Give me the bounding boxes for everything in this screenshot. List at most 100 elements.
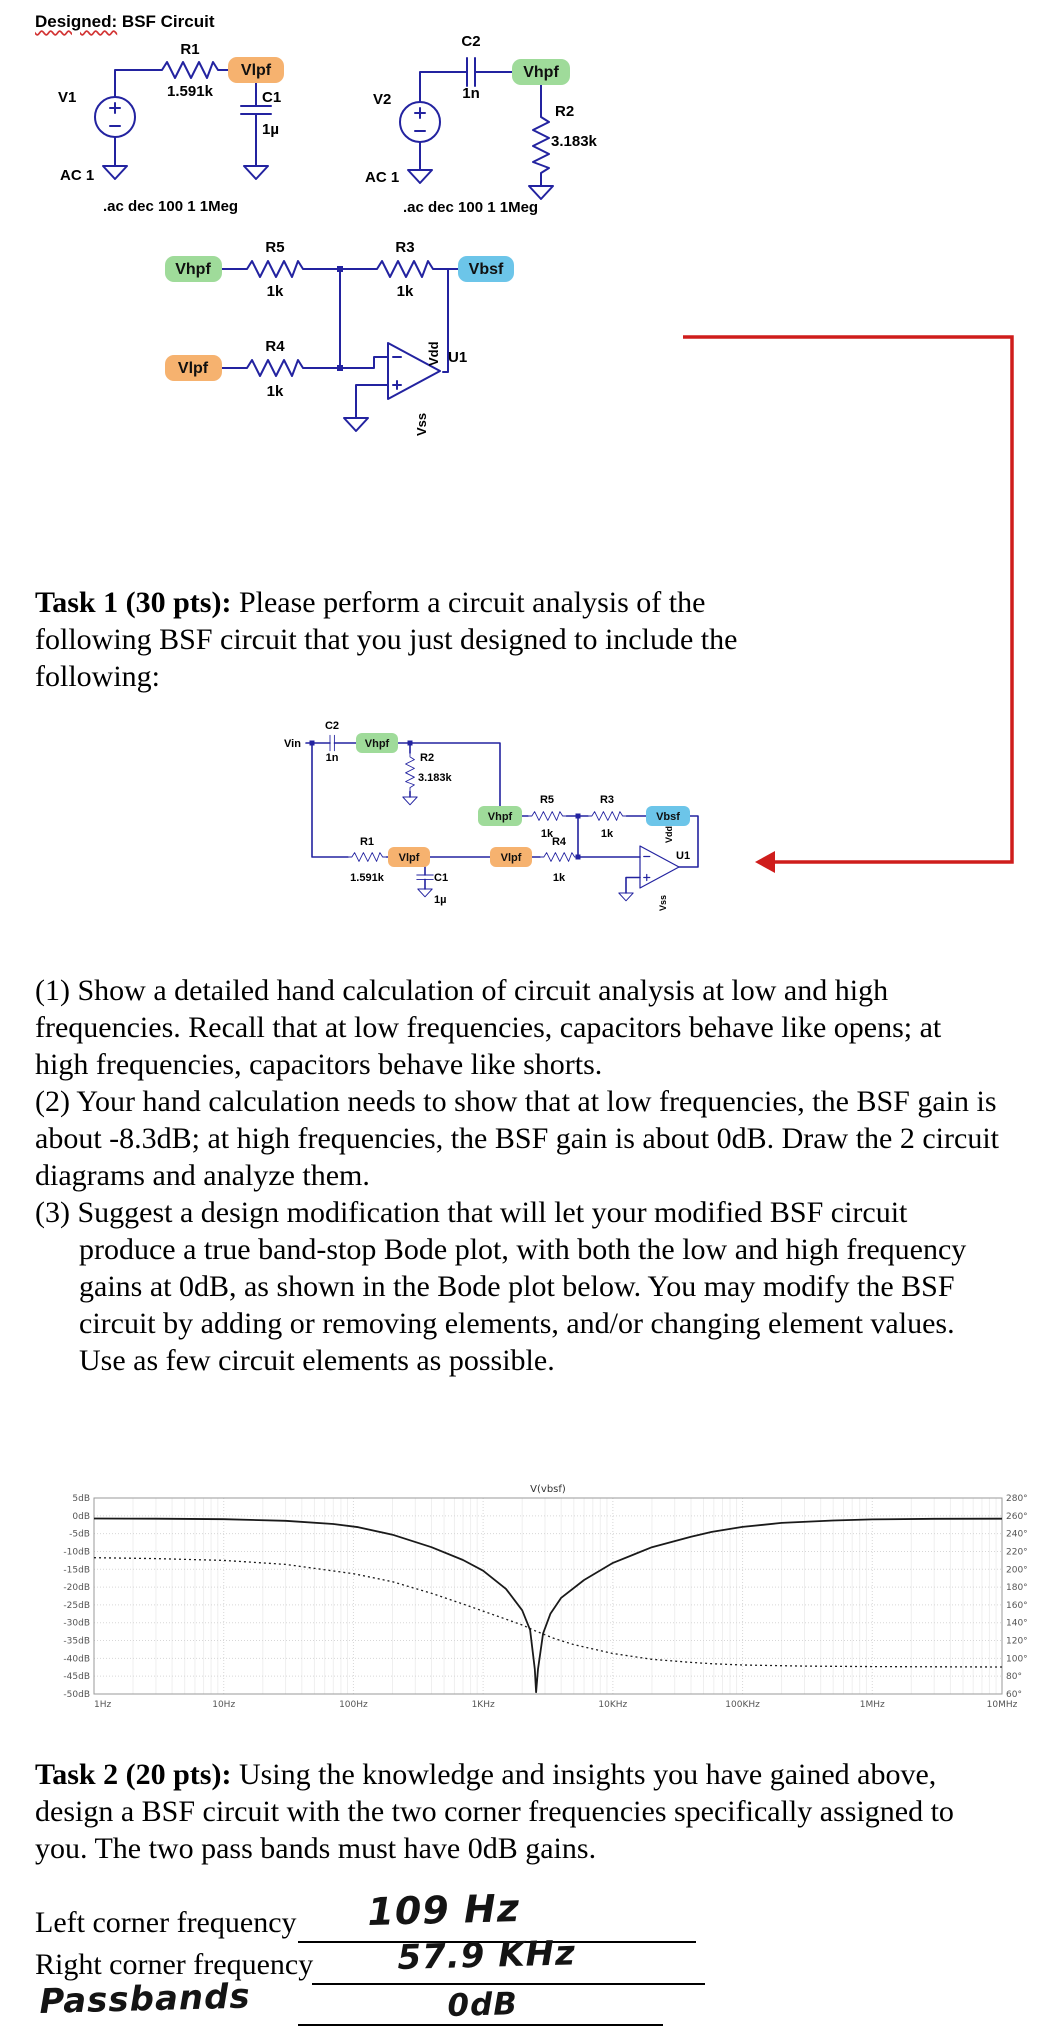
left-corner-frequency-label: Left corner frequency (35, 1906, 297, 1939)
y-right-tick: 60° (1006, 1690, 1022, 1700)
vhpf-node-label: Vhpf (365, 738, 390, 750)
vhpf-input-label: Vhpf (175, 261, 211, 278)
y-right-tick: 240° (1006, 1530, 1028, 1540)
task1-paragraph: Task 1 (30 pts): Please perform a circui… (35, 584, 740, 695)
v2-ac-label: AC 1 (365, 169, 399, 186)
r1-value: 1.591k (350, 872, 385, 884)
left-corner-frequency-answer: 109 Hz (366, 1886, 521, 1934)
y-left-tick: -35dB (63, 1637, 90, 1647)
ground-icon (402, 796, 418, 806)
v1-name: V1 (58, 89, 76, 106)
vbsf-node-tag (646, 806, 690, 826)
y-right-tick: 80° (1006, 1672, 1022, 1682)
red-callout-arrow (683, 335, 1014, 873)
title-text: BSF Circuit (121, 12, 215, 31)
vhpf-node-tag (512, 59, 570, 85)
y-left-tick: -20dB (63, 1583, 90, 1593)
ground-icon (343, 417, 369, 432)
red-callout-path (683, 335, 1014, 864)
x-tick: 1KHz (472, 1700, 495, 1710)
y-left-tick: -40dB (63, 1654, 90, 1664)
resistor-r4 (239, 359, 311, 377)
x-tick: 1MHz (860, 1700, 885, 1710)
lpf-circuit-diagram: Vlpf R1 1.591k V1 C1 1µ AC 1 .ac dec 100… (58, 41, 284, 215)
passbands-answer: 0dB (447, 1986, 519, 2024)
resistor-r5 (527, 811, 567, 821)
lpf-wires-and-parts (94, 61, 272, 180)
right-corner-frequency-label: Right corner frequency (35, 1948, 314, 1981)
vlpf-net-label: Vlpf (501, 852, 522, 864)
u1-name: U1 (448, 349, 467, 366)
vlpf-node-label: Vlpf (399, 852, 420, 864)
c1-name: C1 (434, 872, 448, 884)
vdd-pin-label: Vdd (426, 341, 441, 366)
r3-name: R3 (395, 239, 414, 256)
lpf-spice-directive: .ac dec 100 1 1Meg (103, 198, 238, 215)
x-tick: 10MHz (987, 1700, 1018, 1710)
vin-label: Vin (284, 738, 301, 750)
item-2: (2) Your hand calculation needs to show … (35, 1085, 999, 1192)
r4-name: R4 (265, 338, 285, 355)
ground-icon (618, 892, 634, 902)
resistor-r3 (369, 260, 441, 278)
vbsf-output-label: Vbsf (469, 261, 504, 278)
passbands-label: Passbands (38, 1976, 252, 2022)
junction-dot (337, 365, 343, 371)
r2-name: R2 (420, 752, 434, 764)
x-tick: 100Hz (339, 1700, 368, 1710)
hpf-circuit-diagram: Vhpf C2 1n R2 3.183k V2 AC 1 .ac dec 100… (365, 33, 598, 216)
vlpf-node-tag (228, 57, 284, 83)
c2-name: C2 (461, 33, 480, 50)
r1-name: R1 (180, 41, 199, 58)
y-right-tick: 280° (1006, 1494, 1028, 1504)
red-arrowhead-icon (755, 851, 775, 873)
resistor-r2 (532, 109, 550, 181)
voltage-source-v1 (94, 96, 136, 138)
x-tick: 100KHz (725, 1700, 760, 1710)
y-left-tick: 5dB (72, 1494, 90, 1504)
vlpf-node-tag (388, 847, 430, 867)
r4-value: 1k (553, 872, 566, 884)
hpf-spice-directive: .ac dec 100 1 1Meg (403, 199, 538, 216)
capacitor-c2 (466, 57, 476, 87)
capacitor-c1 (240, 105, 272, 115)
y-right-tick: 160° (1006, 1601, 1028, 1611)
junction-dot (337, 266, 343, 272)
x-tick: 10Hz (212, 1700, 235, 1710)
item-1: (1) Show a detailed hand calculation of … (35, 974, 942, 1081)
item-3: (3) Suggest a design modification that w… (35, 1196, 967, 1377)
vbsf-output-tag (458, 256, 514, 282)
r3-value: 1k (397, 283, 414, 300)
answer-line-right (312, 1983, 705, 1985)
task1-text: Please perform a circuit analysis of the… (35, 586, 738, 693)
resistor-r4 (539, 852, 579, 862)
r5-value: 1k (267, 283, 284, 300)
combined-bsf-circuit-diagram: Vin C2 1n Vhpf R2 3.183k Vhpf R5 1k R3 1… (284, 720, 699, 911)
bode-trace-title: V(vbsf) (530, 1484, 566, 1495)
r2-name: R2 (555, 103, 574, 120)
resistor-r3 (587, 811, 627, 821)
c1-value: 1µ (434, 894, 446, 906)
r5-name: R5 (265, 239, 284, 256)
resistor-r5 (239, 260, 311, 278)
vhpf-node-tag (356, 733, 398, 753)
y-right-tick: 260° (1006, 1512, 1028, 1522)
answer-line-passbands (298, 2024, 663, 2026)
summing-wires-and-parts (221, 260, 459, 432)
resistor-r1 (347, 852, 387, 862)
x-tick: 10KHz (598, 1700, 627, 1710)
task1-label: Task 1 (30 pts): (35, 586, 232, 619)
y-left-tick: -30dB (63, 1619, 90, 1629)
ground-icon (417, 888, 433, 898)
vhpf-node-label: Vhpf (523, 64, 559, 81)
r4-name: R4 (552, 836, 567, 848)
v1-ac-label: AC 1 (60, 167, 94, 184)
ground-icon (407, 169, 433, 184)
bode-trace-phase (93, 1557, 1003, 1668)
answer-line-left (298, 1941, 696, 1943)
junction-dot (575, 813, 581, 819)
ground-icon (243, 165, 269, 180)
